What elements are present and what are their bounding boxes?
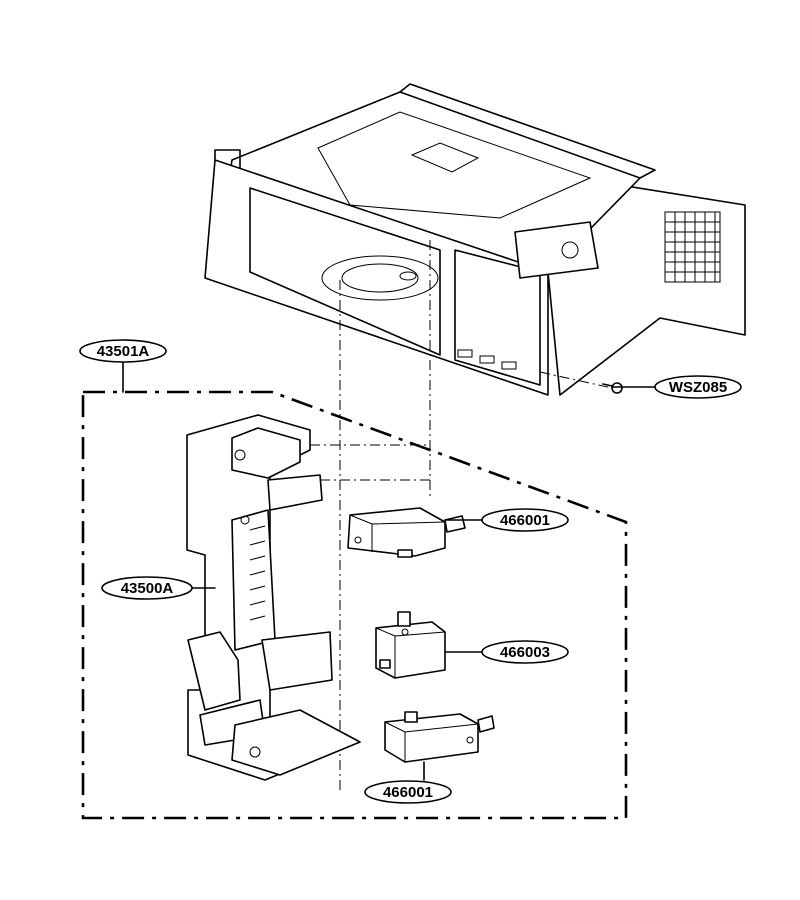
callout-43501A: 43501A [79,339,167,363]
label-assembly: 43501A [97,343,150,360]
label-switch-top: 466001 [500,512,550,529]
latch-board-part [186,414,361,781]
callout-466003: 466003 [481,640,569,664]
micro-switch-top-icon [347,507,466,558]
screw-icon [602,382,623,394]
callout-43500A: 43500A [101,576,193,600]
micro-switch-bottom-icon [384,711,495,763]
label-latch-board: 43500A [121,580,174,597]
label-switch-bottom: 466001 [383,784,433,801]
label-switch-middle: 466003 [500,644,550,661]
label-screw: WSZ085 [669,379,727,396]
micro-switch-middle-icon [375,611,446,679]
oven-cavity-chassis [204,83,746,396]
callout-466001-bottom: 466001 [364,780,452,804]
callout-466001-top: 466001 [481,508,569,532]
leader-lines [122,361,656,781]
callout-WSZ085: WSZ085 [654,375,742,399]
assembly-boundary [81,390,628,820]
assembly-guide-lines [310,240,613,790]
